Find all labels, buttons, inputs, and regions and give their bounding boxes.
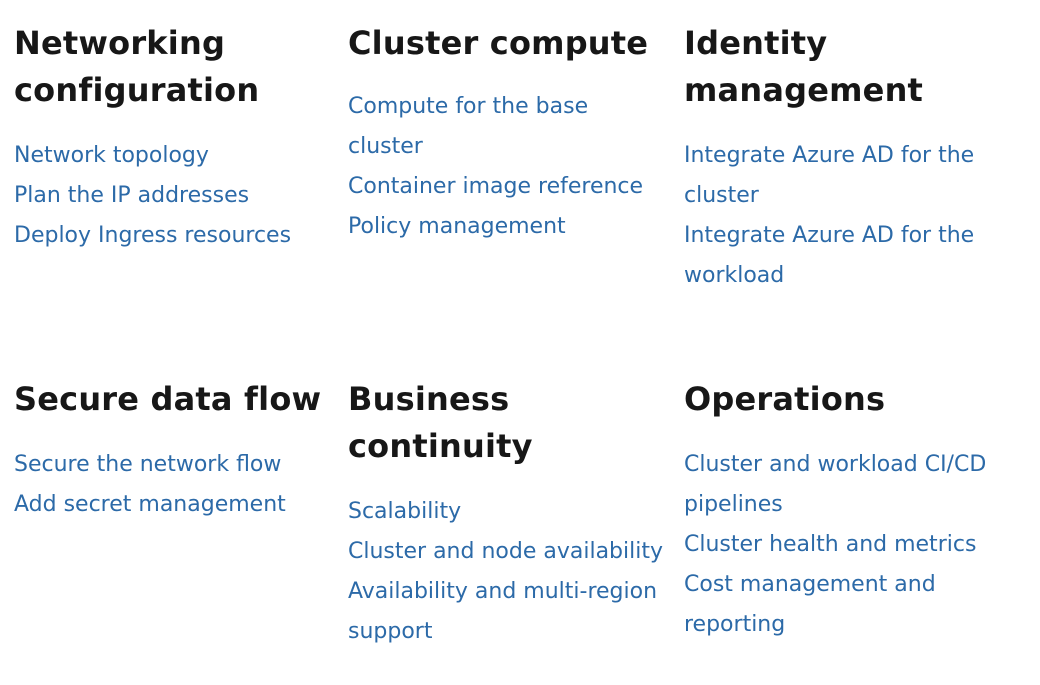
section-title: Business continuity <box>348 380 533 465</box>
section-operations: Operations Cluster and workload CI/CD pi… <box>684 376 1014 645</box>
link-list: Compute for the base cluster Container i… <box>348 87 666 247</box>
link-compute-base-cluster[interactable]: Compute for the base cluster <box>348 94 589 159</box>
list-item: Cluster and node availability <box>348 532 666 572</box>
list-item: Availability and multi-region support <box>348 572 666 652</box>
link-list: Secure the network flow Add secret manag… <box>14 445 324 525</box>
list-item: Integrate Azure AD for the workload <box>684 216 1014 296</box>
section-cluster-compute: Cluster compute Compute for the base clu… <box>348 20 666 247</box>
link-policy-management[interactable]: Policy management <box>348 214 566 239</box>
list-item: Scalability <box>348 492 666 532</box>
list-item: Cluster health and metrics <box>684 525 1014 565</box>
link-cost-management-reporting[interactable]: Cost management and reporting <box>684 572 936 637</box>
link-network-topology[interactable]: Network topology <box>14 143 209 168</box>
link-list: Integrate Azure AD for the cluster Integ… <box>684 136 1014 296</box>
link-deploy-ingress-resources[interactable]: Deploy Ingress resources <box>14 223 292 248</box>
section-business-continuity: Business continuity Scalability Cluster … <box>348 376 666 652</box>
link-ci-cd-pipelines[interactable]: Cluster and workload CI/CD pipelines <box>684 452 987 517</box>
section-title: Networking configuration <box>14 24 260 109</box>
link-add-secret-management[interactable]: Add secret management <box>14 492 286 517</box>
link-plan-ip-addresses[interactable]: Plan the IP addresses <box>14 183 250 208</box>
link-availability-multi-region[interactable]: Availability and multi-region support <box>348 579 658 644</box>
list-item: Cluster and workload CI/CD pipelines <box>684 445 1014 525</box>
link-list: Cluster and workload CI/CD pipelines Clu… <box>684 445 1014 645</box>
list-item: Cost management and reporting <box>684 565 1014 645</box>
link-scalability[interactable]: Scalability <box>348 499 462 524</box>
list-item: Deploy Ingress resources <box>14 216 324 256</box>
link-list: Scalability Cluster and node availabilit… <box>348 492 666 652</box>
section-title: Secure data flow <box>14 380 322 418</box>
link-cluster-node-availability[interactable]: Cluster and node availability <box>348 539 663 564</box>
list-item: Plan the IP addresses <box>14 176 324 216</box>
link-integrate-azure-ad-workload[interactable]: Integrate Azure AD for the workload <box>684 223 975 288</box>
link-secure-network-flow[interactable]: Secure the network flow <box>14 452 282 477</box>
section-title: Operations <box>684 380 886 418</box>
section-title: Identity management <box>684 24 924 109</box>
list-item: Policy management <box>348 207 666 247</box>
section-title: Cluster compute <box>348 24 649 62</box>
list-item: Container image reference <box>348 167 666 207</box>
list-item: Network topology <box>14 136 324 176</box>
list-item: Add secret management <box>14 485 324 525</box>
section-networking-configuration: Networking configuration Network topolog… <box>14 20 324 256</box>
link-list: Network topology Plan the IP addresses D… <box>14 136 324 256</box>
list-item: Integrate Azure AD for the cluster <box>684 136 1014 216</box>
section-secure-data-flow: Secure data flow Secure the network flow… <box>14 376 324 525</box>
link-integrate-azure-ad-cluster[interactable]: Integrate Azure AD for the cluster <box>684 143 975 208</box>
list-item: Compute for the base cluster <box>348 87 666 167</box>
list-item: Secure the network flow <box>14 445 324 485</box>
section-identity-management: Identity management Integrate Azure AD f… <box>684 20 1014 296</box>
link-cluster-health-metrics[interactable]: Cluster health and metrics <box>684 532 977 557</box>
link-container-image-reference[interactable]: Container image reference <box>348 174 644 199</box>
